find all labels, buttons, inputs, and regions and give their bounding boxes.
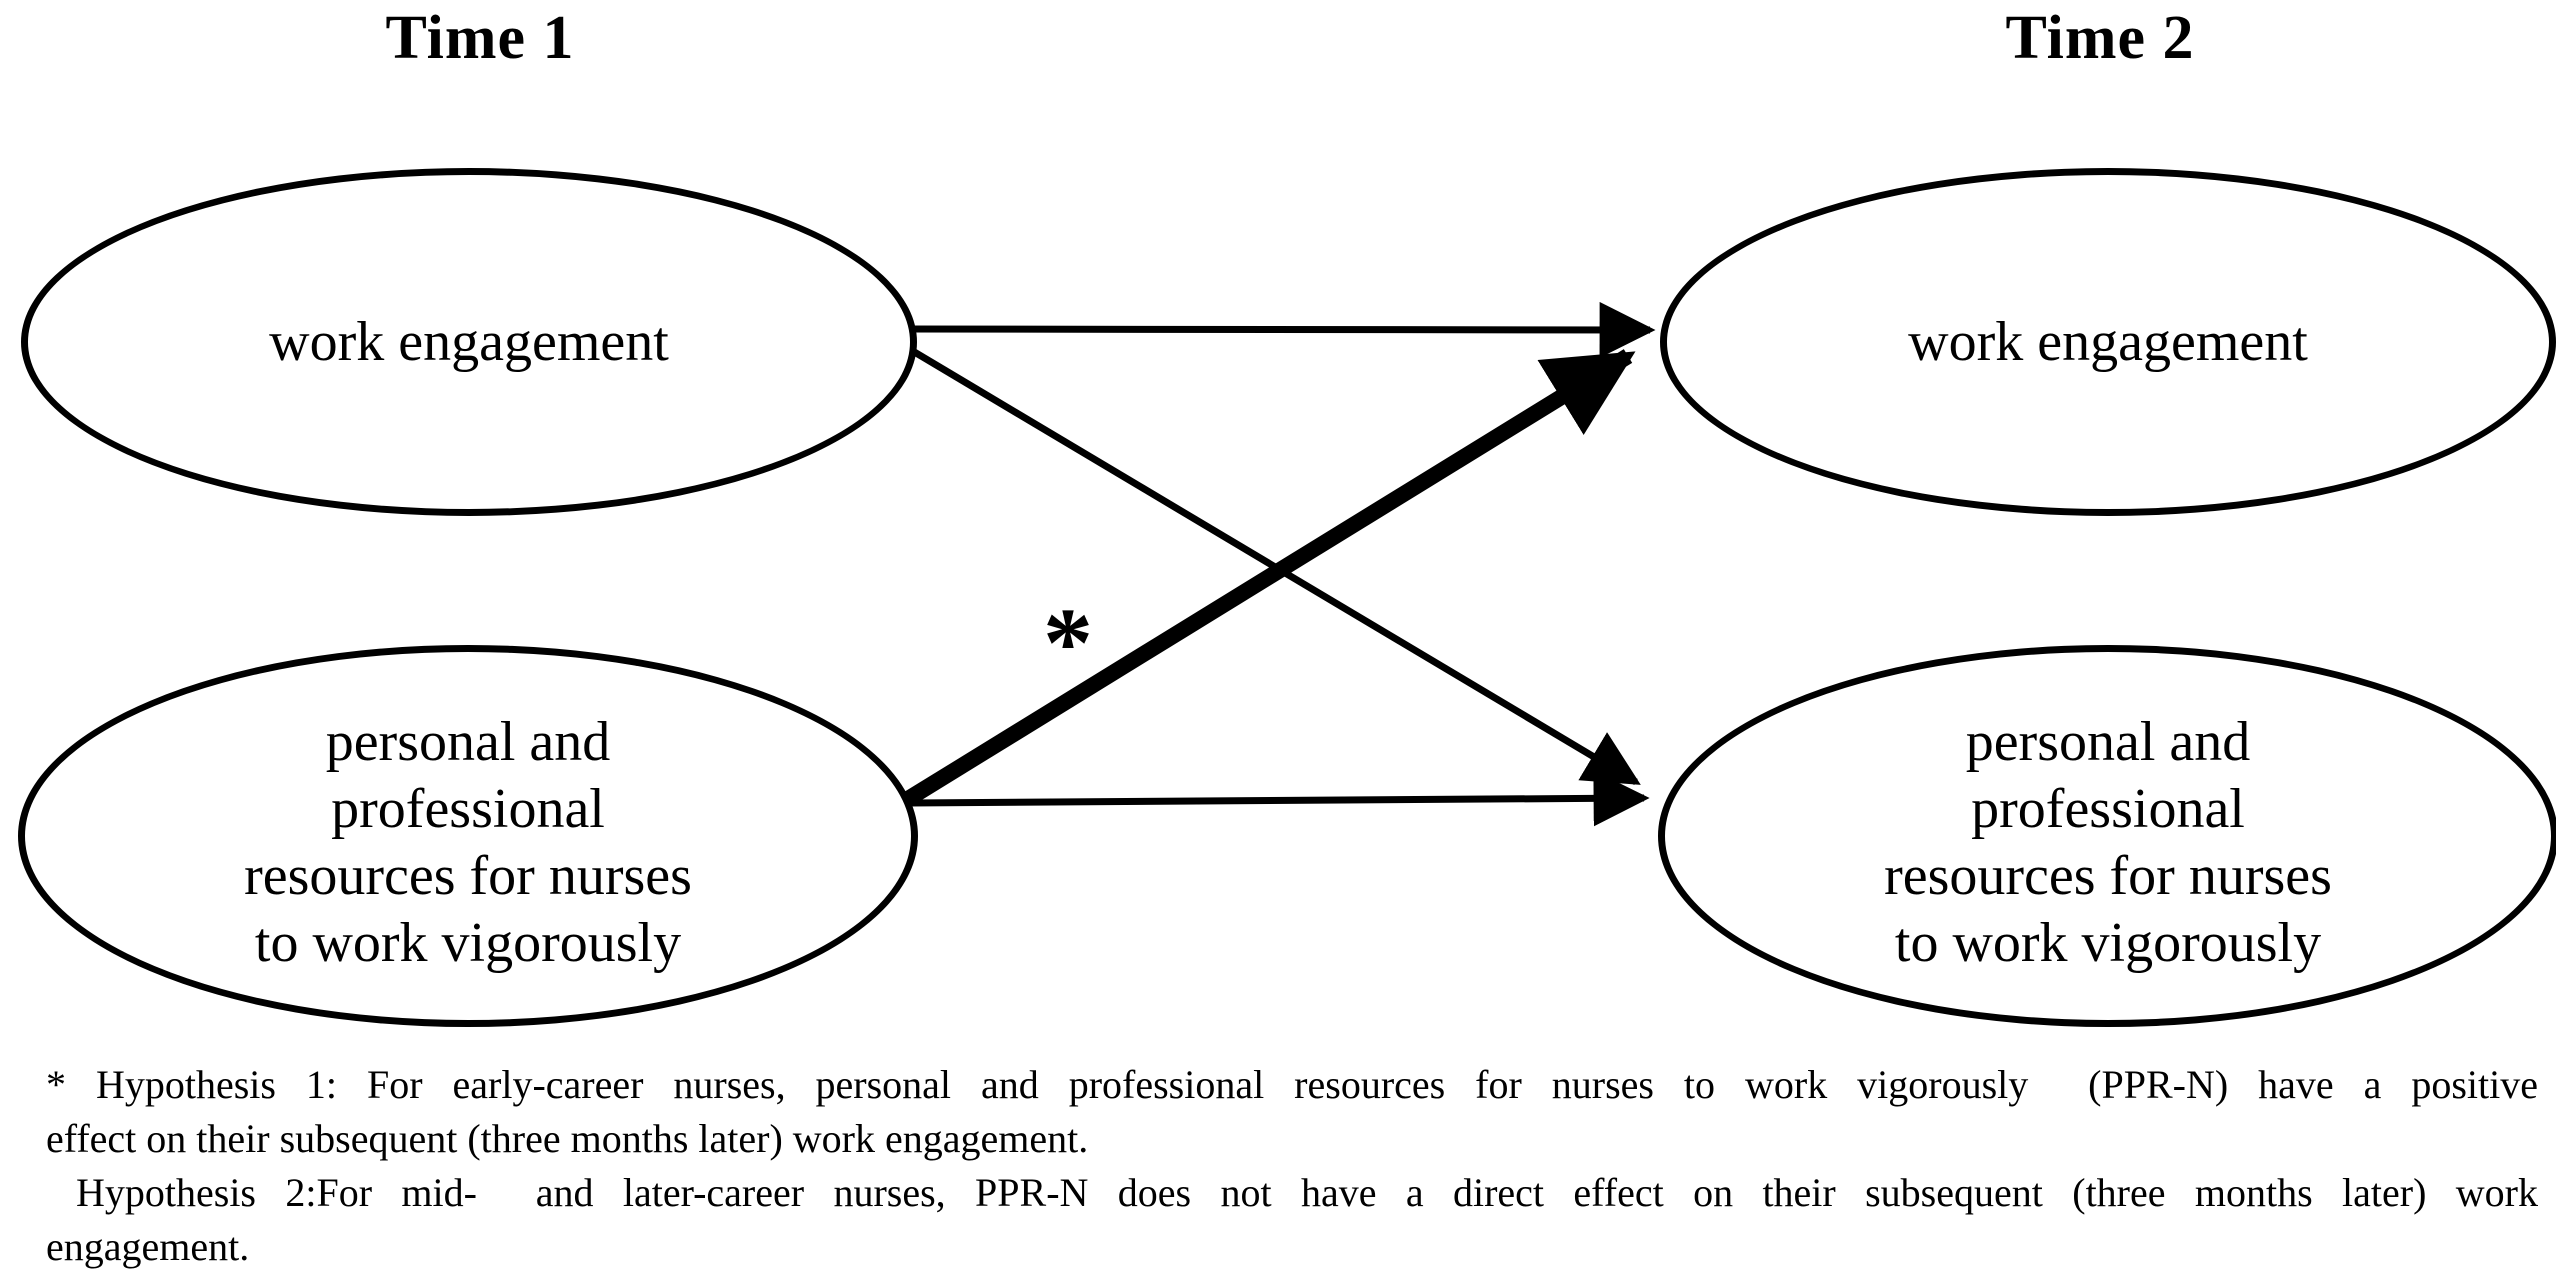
node-label: work engagement [269, 310, 669, 373]
caption-line-4: engagement. [46, 1224, 250, 1269]
arrow-ppr1-to-ppr2 [909, 770, 1650, 827]
node-ppr-n-time2: personal and professional resources for … [1658, 645, 2556, 1027]
time2-heading: Time 2 [2005, 4, 2195, 72]
arrow-we1-to-we2 [905, 301, 1656, 358]
time1-heading: Time 1 [385, 4, 575, 72]
node-label: work engagement [1908, 310, 2308, 373]
arrow-we1-to-ppr2 [904, 343, 1641, 786]
arrow-ppr1-to-we2-significant [903, 349, 1636, 806]
caption-line-1: * Hypothesis 1: For early-career nurses,… [46, 1062, 2538, 1107]
node-work-engagement-time1: work engagement [21, 168, 917, 516]
node-label: personal and professional resources for … [244, 711, 692, 974]
significance-asterisk: * [1043, 587, 1093, 698]
caption-line-2: effect on their subsequent (three months… [46, 1116, 1089, 1161]
node-label: personal and professional resources for … [1884, 711, 2332, 974]
figure-caption: * Hypothesis 1: For early-career nurses,… [46, 1058, 2538, 1274]
caption-line-3: Hypothesis 2:For mid- and later-career n… [76, 1170, 2538, 1215]
node-work-engagement-time2: work engagement [1660, 168, 2556, 516]
node-ppr-n-time1: personal and professional resources for … [18, 645, 918, 1027]
